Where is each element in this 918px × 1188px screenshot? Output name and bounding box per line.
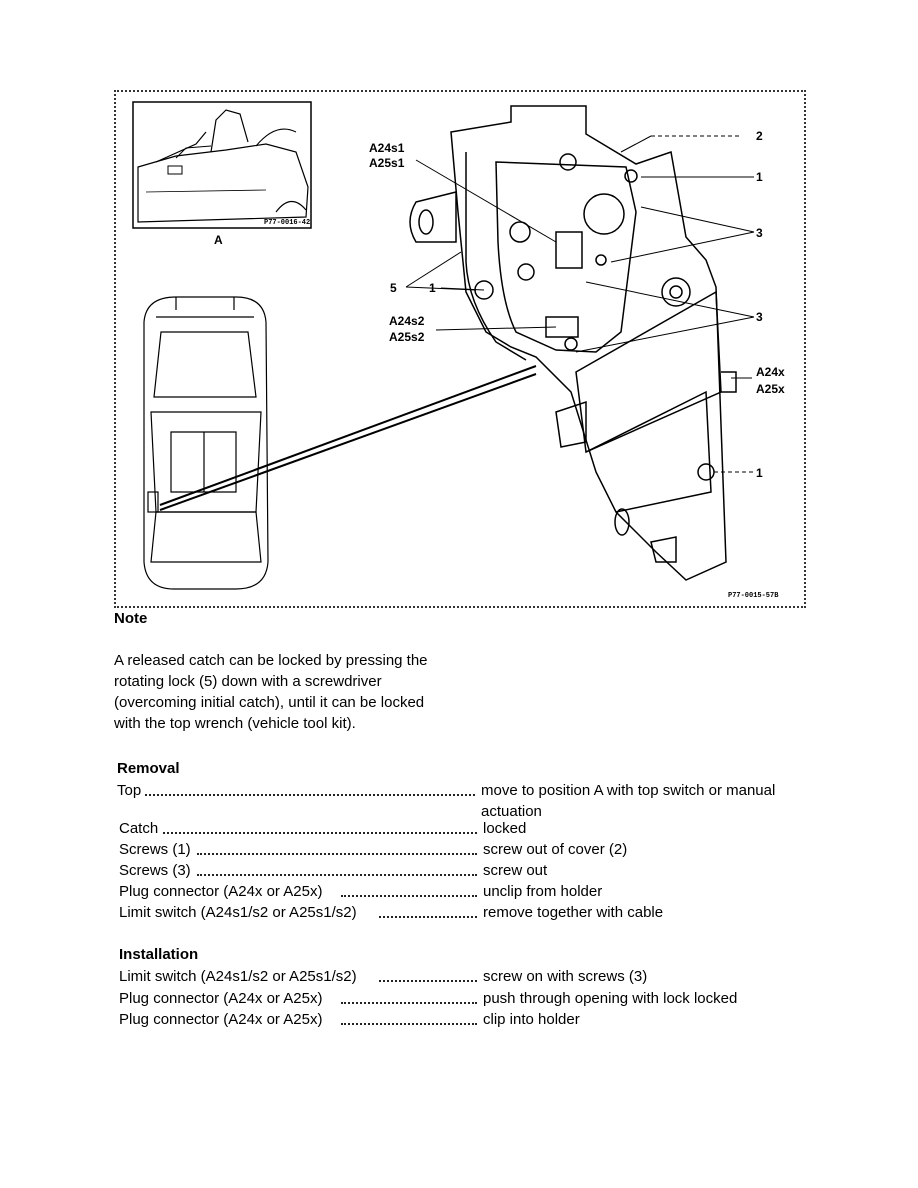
- callout-3-lower: 3: [756, 310, 763, 324]
- callout-5: 5: [390, 281, 397, 295]
- row-value: screw out: [483, 862, 548, 879]
- dot-leader: [379, 916, 477, 918]
- row-label: Limit switch (A24s1/s2 or A25s1/s2): [119, 968, 357, 985]
- callout-a25s2: A25s2: [389, 330, 425, 344]
- row-value: screw on with screws (3): [483, 968, 648, 985]
- inset-code: P77-0016-42: [264, 219, 310, 227]
- figure-code: P77-0015-57B: [728, 592, 779, 600]
- dot-leader: [341, 1002, 477, 1004]
- dot-leader: [145, 794, 475, 796]
- row-value: clip into holder: [483, 1011, 580, 1028]
- row-label: Screws (1): [119, 841, 191, 858]
- dot-leader: [197, 853, 477, 855]
- row-label: Screws (3): [119, 862, 191, 879]
- callout-1-top: 1: [756, 170, 763, 184]
- dot-leader: [379, 980, 477, 982]
- callout-a25s1: A25s1: [369, 156, 405, 170]
- callout-a24s2: A24s2: [389, 314, 425, 328]
- dot-leader: [163, 832, 477, 834]
- dot-leader: [197, 874, 477, 876]
- row-label: Limit switch (A24s1/s2 or A25s1/s2): [119, 904, 357, 921]
- callout-leaders: [405, 135, 755, 473]
- car-top-view: [143, 296, 269, 590]
- callout-a24s1: A24s1: [369, 141, 405, 155]
- inset-label: A: [214, 233, 223, 247]
- pointer-line-lower: [159, 373, 537, 511]
- row-label: Plug connector (A24x or A25x): [119, 1011, 323, 1028]
- dot-leader: [341, 1023, 477, 1025]
- figure-frame: P77-0016-42 A: [114, 90, 806, 608]
- callout-2: 2: [756, 129, 763, 143]
- row-label: Plug connector (A24x or A25x): [119, 990, 323, 1007]
- pointer-line-upper: [159, 365, 537, 506]
- row-label: Catch: [119, 820, 159, 837]
- row-label: Top: [117, 782, 142, 799]
- catch-assembly: [409, 105, 737, 581]
- removal-title: Removal: [117, 760, 180, 777]
- row-value: move to position A with top switch or ma…: [481, 782, 776, 820]
- installation-title: Installation: [119, 946, 199, 963]
- dot-leader: [341, 895, 477, 897]
- callout-a24x: A24x: [756, 365, 785, 379]
- callout-1-bottom: 1: [756, 466, 763, 480]
- note-text: A released catch can be locked by pressi…: [114, 652, 428, 732]
- note-title: Note: [114, 610, 148, 627]
- limit-switch-diagram: P77-0016-42 A: [132, 101, 785, 600]
- callout-3-upper: 3: [756, 226, 763, 240]
- row-value: unclip from holder: [483, 883, 603, 900]
- row-value: push through opening with lock locked: [483, 990, 738, 1007]
- callout-1-left: 1: [429, 281, 436, 295]
- callout-a25x: A25x: [756, 382, 785, 396]
- row-value: screw out of cover (2): [483, 841, 628, 858]
- row-value: locked: [483, 820, 527, 837]
- row-label: Plug connector (A24x or A25x): [119, 883, 323, 900]
- row-value: remove together with cable: [483, 904, 664, 921]
- inset-side-view: P77-0016-42: [132, 101, 312, 229]
